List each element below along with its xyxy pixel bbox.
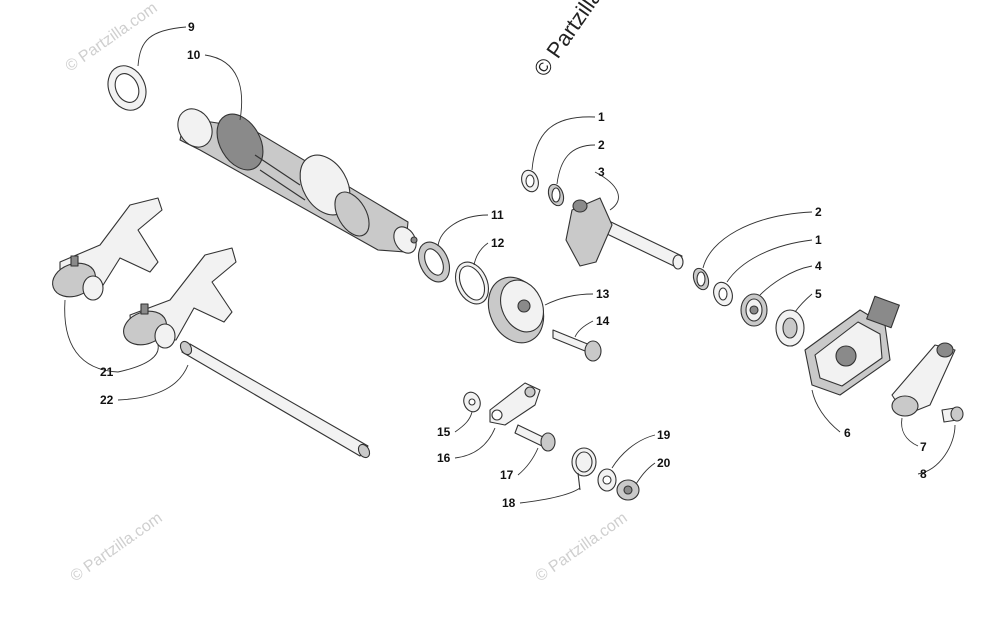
callout-22: 22 xyxy=(100,393,114,407)
washer-9[interactable] xyxy=(101,60,153,117)
callout-4: 4 xyxy=(815,259,822,273)
callout-14: 14 xyxy=(596,314,610,328)
callout-19: 19 xyxy=(657,428,671,442)
shift-drum[interactable] xyxy=(171,103,421,257)
callout-16: 16 xyxy=(437,451,451,465)
washer-1-right[interactable] xyxy=(710,280,735,309)
callout-1-right: 1 xyxy=(815,233,822,247)
bearing-4[interactable] xyxy=(740,293,768,327)
callout-3: 3 xyxy=(598,165,605,179)
washer-19[interactable] xyxy=(597,468,617,492)
watermark-bottom-left: © Partzilla.com xyxy=(68,510,166,586)
washer-11[interactable] xyxy=(412,237,455,287)
clip-2-right[interactable] xyxy=(691,266,712,291)
shift-arm-7[interactable] xyxy=(891,342,956,417)
clip-2-top[interactable] xyxy=(546,182,567,207)
spring-18[interactable] xyxy=(571,447,597,491)
callout-18: 18 xyxy=(502,496,516,510)
callout-5: 5 xyxy=(815,287,822,301)
callout-8: 8 xyxy=(920,467,927,481)
callout-labels: 1 2 3 2 1 4 5 6 7 8 9 10 11 12 13 14 15 … xyxy=(100,20,927,510)
callout-20: 20 xyxy=(657,456,671,470)
ring-12[interactable] xyxy=(449,257,495,310)
callout-2-right: 2 xyxy=(815,205,822,219)
callout-10: 10 xyxy=(187,48,201,62)
shift-fork-upper[interactable] xyxy=(48,197,163,303)
copyright-notice: © Partzilla.com xyxy=(529,0,635,81)
nut-20[interactable] xyxy=(616,479,640,501)
bolt-8[interactable] xyxy=(941,406,964,423)
watermark-bottom-center: © Partzilla.com xyxy=(533,510,631,586)
callout-1-top: 1 xyxy=(598,110,605,124)
callout-12: 12 xyxy=(491,236,505,250)
callout-17: 17 xyxy=(500,468,514,482)
lever-16[interactable] xyxy=(489,382,541,426)
callout-2-top: 2 xyxy=(598,138,605,152)
callout-9: 9 xyxy=(188,20,195,34)
callout-7: 7 xyxy=(920,440,927,454)
watermark-top-left: © Partzilla.com xyxy=(63,0,161,75)
pin-17[interactable] xyxy=(514,424,556,452)
gear-13[interactable] xyxy=(478,268,554,352)
callout-13: 13 xyxy=(596,287,610,301)
callout-11: 11 xyxy=(491,208,504,222)
callout-6: 6 xyxy=(844,426,851,440)
leader-lines xyxy=(64,26,956,504)
shift-fork-lower[interactable] xyxy=(119,247,237,351)
fork-shaft-22[interactable] xyxy=(178,339,372,459)
washer-1-top[interactable] xyxy=(519,168,542,194)
cover-6[interactable] xyxy=(804,295,900,396)
callout-21: 21 xyxy=(100,365,114,379)
bolt-14[interactable] xyxy=(552,329,602,362)
bushing-5[interactable] xyxy=(775,309,805,347)
washer-15[interactable] xyxy=(461,390,483,414)
callout-15: 15 xyxy=(437,425,451,439)
shift-shaft-3[interactable] xyxy=(565,197,684,270)
